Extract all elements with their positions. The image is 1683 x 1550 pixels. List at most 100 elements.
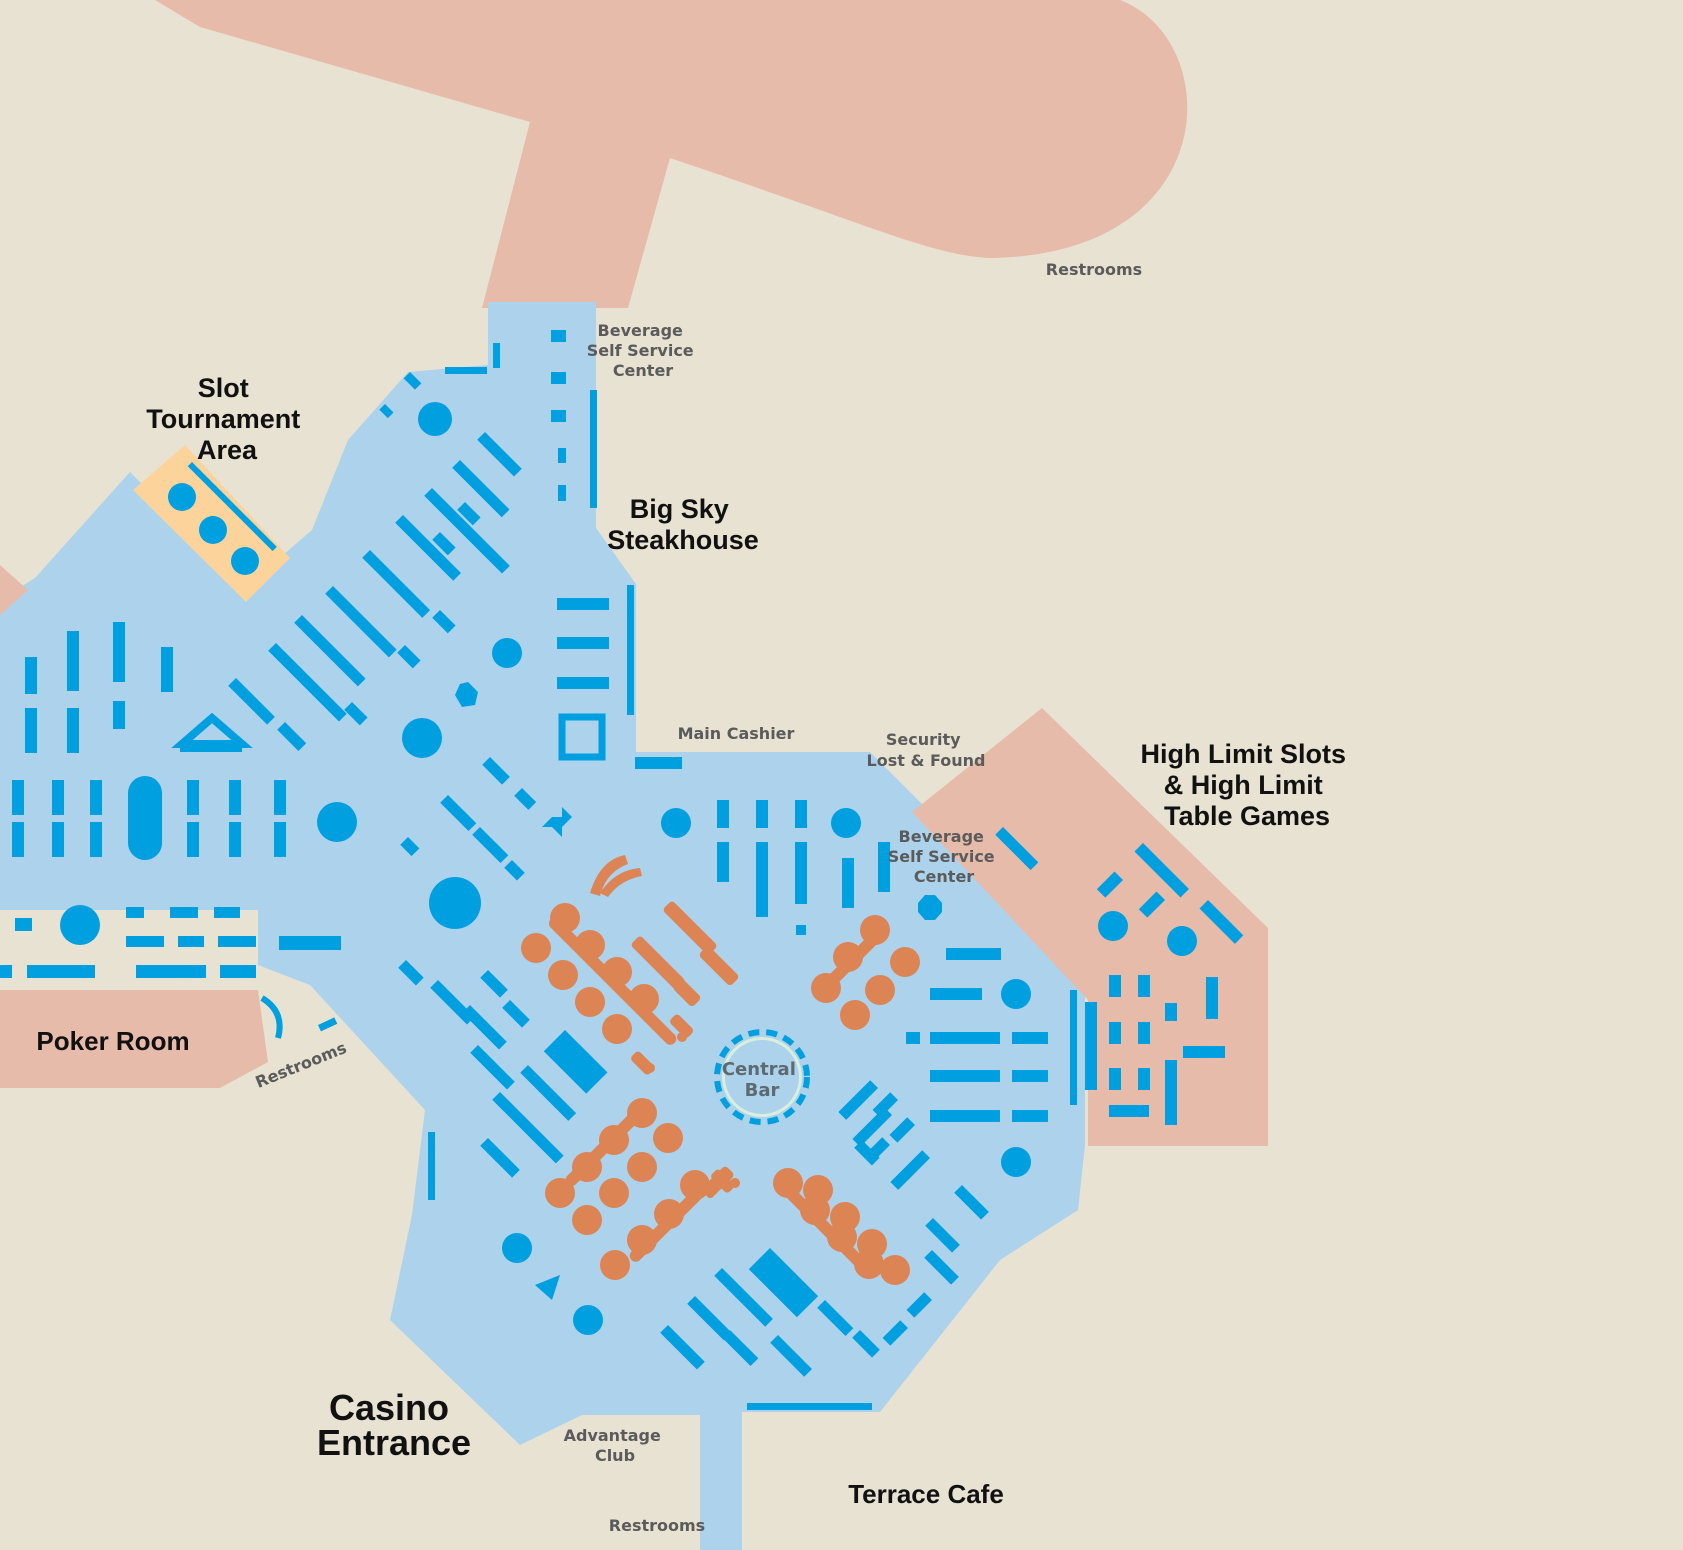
slot-bank-round bbox=[429, 877, 481, 929]
slot-bank bbox=[520, 1065, 577, 1121]
slot-bank bbox=[756, 842, 768, 917]
slot-bank bbox=[1165, 1003, 1177, 1021]
slot-bank-round bbox=[1098, 911, 1128, 941]
upper-corridor-area bbox=[155, 0, 1188, 308]
restrooms-bottom-label: Restrooms bbox=[609, 1516, 705, 1535]
slot-bank bbox=[717, 800, 729, 828]
slot-bank bbox=[551, 372, 566, 384]
slot-bank bbox=[872, 1092, 898, 1118]
slot-bank bbox=[502, 1000, 530, 1028]
slot-bank bbox=[25, 708, 37, 753]
slot-bank bbox=[12, 822, 24, 857]
table-seat bbox=[521, 933, 551, 963]
restrooms-left-label: Restrooms bbox=[253, 1038, 350, 1092]
slot-bank-triangle bbox=[535, 1275, 560, 1300]
slot-bank-round bbox=[1001, 979, 1031, 1009]
slot-bank bbox=[1012, 1032, 1048, 1044]
slot-bank bbox=[930, 1070, 1000, 1082]
table-seat bbox=[865, 975, 895, 1005]
slot-bank bbox=[274, 822, 286, 857]
table-seat bbox=[680, 1170, 710, 1200]
slot-bank-round bbox=[60, 905, 100, 945]
slot-bank-round bbox=[492, 638, 522, 668]
table-seat bbox=[890, 947, 920, 977]
central-bar-ring bbox=[714, 1029, 810, 1125]
table-seat bbox=[575, 930, 605, 960]
table-seat bbox=[602, 957, 632, 987]
slot-bank bbox=[635, 757, 682, 769]
table-games-se bbox=[773, 1168, 910, 1285]
central-bar-label: Central Bar bbox=[722, 1059, 802, 1101]
slot-bank bbox=[136, 965, 206, 978]
slot-bank bbox=[627, 585, 634, 715]
slot-bank bbox=[660, 1325, 705, 1370]
game-table bbox=[663, 901, 717, 955]
slot-bank bbox=[722, 1330, 759, 1367]
slot-bank bbox=[67, 708, 79, 753]
slot-bank bbox=[113, 701, 125, 729]
slot-tournament-seat bbox=[168, 483, 196, 511]
slot-bank bbox=[557, 598, 609, 610]
table-seat bbox=[572, 1152, 602, 1182]
slot-bank bbox=[187, 780, 199, 815]
slot-bank bbox=[1109, 975, 1121, 997]
casino-entrance-label: Casino Entrance bbox=[317, 1387, 471, 1463]
table-seat bbox=[645, 1063, 655, 1073]
slot-bank bbox=[1138, 891, 1165, 918]
slot-bank bbox=[403, 372, 422, 390]
slot-bank bbox=[717, 842, 729, 882]
slot-bank-round bbox=[573, 1305, 603, 1335]
slot-bank bbox=[493, 343, 500, 368]
table-seat bbox=[880, 1255, 910, 1285]
slot-bank bbox=[161, 647, 173, 692]
table-seat bbox=[833, 942, 863, 972]
slot-bank bbox=[432, 610, 456, 634]
table-seat bbox=[627, 1152, 657, 1182]
slot-bank bbox=[1109, 1105, 1149, 1117]
slot-bank bbox=[890, 1150, 930, 1190]
slot-bank bbox=[228, 678, 275, 725]
slot-bank bbox=[398, 960, 424, 986]
slot-bank bbox=[1109, 1068, 1121, 1090]
slot-bank bbox=[551, 410, 566, 422]
slot-bank bbox=[756, 800, 768, 828]
slot-bank bbox=[930, 1032, 1000, 1044]
poker-room-door bbox=[260, 995, 283, 1039]
table-seat bbox=[840, 1000, 870, 1030]
slot-bank bbox=[480, 970, 508, 998]
slot-bank bbox=[1070, 990, 1077, 1105]
slot-bank bbox=[220, 965, 256, 978]
slot-bank bbox=[946, 948, 1001, 960]
slot-bank bbox=[52, 822, 64, 857]
table-seat bbox=[599, 1125, 629, 1155]
west-entrance-area bbox=[0, 565, 28, 615]
slot-bank-large bbox=[748, 1248, 819, 1318]
slot-bank-round bbox=[502, 1233, 532, 1263]
table-seat bbox=[602, 1014, 632, 1044]
table-seat bbox=[600, 1250, 630, 1280]
slot-bank bbox=[187, 822, 199, 857]
slot-bank bbox=[218, 936, 256, 947]
slot-bank bbox=[1085, 1002, 1097, 1090]
poker-room-label: Poker Room bbox=[36, 1026, 189, 1056]
slot-bank bbox=[817, 1300, 854, 1337]
slot-bank bbox=[52, 780, 64, 815]
slot-bank bbox=[492, 1092, 564, 1164]
slot-bank bbox=[25, 657, 37, 694]
table-seat bbox=[773, 1168, 803, 1198]
table-seat bbox=[627, 1098, 657, 1128]
slot-bank bbox=[795, 800, 807, 828]
slot-bank bbox=[924, 1250, 959, 1285]
slot-bank bbox=[424, 487, 510, 574]
slot-bank bbox=[277, 722, 307, 751]
table-seat bbox=[548, 960, 578, 990]
central-bar-inner bbox=[725, 1040, 799, 1114]
slot-arc bbox=[600, 868, 642, 897]
slot-bank bbox=[482, 757, 510, 785]
slot-bank bbox=[558, 485, 566, 501]
slot-bank bbox=[878, 842, 890, 892]
main-cashier-label: Main Cashier bbox=[678, 724, 795, 743]
slot-bank bbox=[1206, 977, 1218, 1019]
slot-bank bbox=[852, 1107, 892, 1147]
slot-bank bbox=[180, 744, 242, 752]
